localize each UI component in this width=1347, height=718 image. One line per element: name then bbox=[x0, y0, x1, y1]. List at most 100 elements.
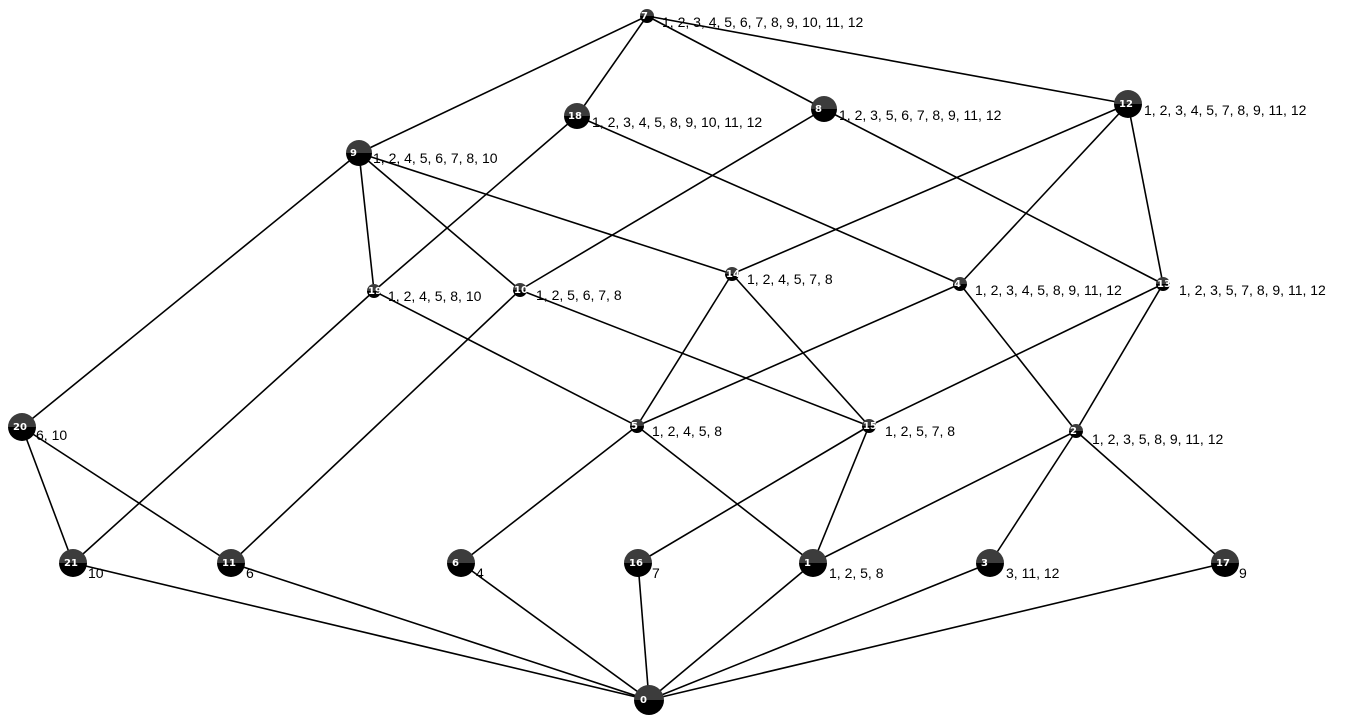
node-id-label: 1 bbox=[804, 558, 811, 569]
edge-4-2 bbox=[959, 283, 1077, 432]
node-extent-label: 1, 2, 3, 4, 5, 7, 8, 9, 11, 12 bbox=[1144, 102, 1307, 118]
edge-5-1 bbox=[636, 425, 814, 564]
node-circle-upper bbox=[953, 277, 967, 284]
node-circle-upper bbox=[799, 549, 827, 563]
edge-9-10 bbox=[358, 152, 521, 291]
node-circle-lower bbox=[640, 16, 654, 23]
node-circle-lower bbox=[59, 563, 87, 577]
node-11[interactable]: 11 6 bbox=[217, 549, 254, 581]
edge-9-20 bbox=[21, 152, 360, 428]
node-circle-upper bbox=[217, 549, 245, 563]
node-circle-upper bbox=[862, 419, 876, 426]
node-circle-lower bbox=[513, 290, 527, 297]
node-circle-lower bbox=[447, 563, 475, 577]
node-extent-label: 6 bbox=[246, 565, 254, 581]
edge-14-5 bbox=[636, 273, 733, 427]
edge-7-9 bbox=[358, 15, 648, 154]
edge-10-11 bbox=[230, 289, 521, 564]
edge-9-14 bbox=[358, 152, 733, 275]
node-extent-label: 1, 2, 3, 4, 5, 8, 9, 11, 12 bbox=[975, 282, 1122, 298]
node-1[interactable]: 1 1, 2, 5, 8 bbox=[799, 549, 884, 581]
edge-12-4 bbox=[959, 103, 1129, 285]
node-extent-label: 1, 2, 4, 5, 8, 10 bbox=[388, 288, 482, 304]
node-9[interactable]: 9 1, 2, 4, 5, 6, 7, 8, 10 bbox=[346, 140, 498, 166]
node-circle-lower bbox=[564, 116, 590, 129]
node-circle-upper bbox=[725, 267, 739, 274]
node-id-label: 21 bbox=[64, 558, 78, 569]
node-circle-lower bbox=[1211, 563, 1239, 577]
edge-20-21 bbox=[21, 426, 74, 564]
node-id-label: 6 bbox=[452, 558, 459, 569]
node-extent-label: 1, 2, 4, 5, 8 bbox=[652, 423, 722, 439]
edge-13-15 bbox=[868, 283, 1164, 427]
edge-7-8 bbox=[646, 15, 825, 110]
node-12[interactable]: 12 1, 2, 3, 4, 5, 7, 8, 9, 11, 12 bbox=[1114, 90, 1307, 118]
node-extent-label: 9 bbox=[1239, 565, 1247, 581]
node-circle-upper bbox=[447, 549, 475, 563]
node-id-label: 11 bbox=[222, 558, 236, 569]
edge-3-0 bbox=[648, 562, 991, 701]
edge-11-0 bbox=[230, 562, 650, 701]
edge-6-0 bbox=[460, 562, 650, 701]
edge-7-18 bbox=[576, 15, 648, 117]
node-circle-upper bbox=[630, 419, 644, 426]
node-extent-label: 4 bbox=[476, 565, 484, 581]
node-circle-upper bbox=[1211, 549, 1239, 563]
node-id-label: 15 bbox=[863, 421, 877, 432]
node-extent-label: 1, 2, 5, 8 bbox=[829, 565, 884, 581]
node-extent-label: 1, 2, 5, 7, 8 bbox=[885, 423, 955, 439]
node-circle-lower bbox=[1069, 431, 1083, 438]
node-id-label: 12 bbox=[1119, 99, 1133, 110]
edge-19-5 bbox=[373, 290, 638, 427]
edge-5-6 bbox=[460, 425, 638, 564]
node-id-label: 7 bbox=[641, 11, 648, 22]
edge-2-3 bbox=[989, 430, 1077, 564]
node-0[interactable]: 0 bbox=[634, 685, 664, 715]
node-6[interactable]: 64 bbox=[447, 549, 484, 581]
node-extent-label: 1, 2, 3, 5, 7, 8, 9, 11, 12 bbox=[1179, 282, 1326, 298]
edge-13-2 bbox=[1075, 283, 1164, 432]
node-19[interactable]: 19 1, 2, 4, 5, 8, 10 bbox=[367, 284, 482, 304]
node-circle-upper bbox=[640, 9, 654, 16]
node-circle-lower bbox=[1156, 284, 1170, 291]
node-circle-upper bbox=[976, 549, 1004, 563]
edge-18-4 bbox=[576, 115, 961, 285]
edge-19-21 bbox=[72, 290, 375, 564]
node-id-label: 10 bbox=[514, 285, 528, 296]
edge-4-5 bbox=[636, 283, 961, 427]
node-extent-label: 1, 2, 3, 5, 8, 9, 11, 12 bbox=[1092, 431, 1223, 447]
node-circle-upper bbox=[634, 685, 664, 700]
node-id-label: 9 bbox=[350, 148, 357, 159]
node-circle-upper bbox=[367, 284, 381, 291]
node-3[interactable]: 33, 11, 12 bbox=[976, 549, 1060, 581]
edge-18-19 bbox=[373, 115, 578, 292]
edge-14-15 bbox=[731, 273, 870, 427]
node-circle-lower bbox=[367, 291, 381, 298]
node-id-label: 16 bbox=[629, 558, 643, 569]
node-id-label: 19 bbox=[368, 286, 382, 297]
node-id-label: 3 bbox=[981, 558, 988, 569]
node-16[interactable]: 167 bbox=[624, 549, 660, 581]
node-id-label: 4 bbox=[954, 279, 961, 290]
node-4[interactable]: 4 1, 2, 3, 4, 5, 8, 9, 11, 12 bbox=[953, 277, 1122, 298]
edge-10-15 bbox=[519, 289, 870, 427]
edge-12-14 bbox=[731, 103, 1129, 275]
edge-20-11 bbox=[21, 426, 232, 564]
node-circle-lower bbox=[1114, 104, 1142, 118]
node-17[interactable]: 179 bbox=[1211, 549, 1247, 581]
node-15[interactable]: 15 1, 2, 5, 7, 8 bbox=[862, 419, 955, 439]
node-circle-upper bbox=[811, 96, 837, 109]
node-extent-label: 1, 2, 4, 5, 6, 7, 8, 10 bbox=[373, 150, 498, 166]
node-circle-upper bbox=[564, 103, 590, 116]
